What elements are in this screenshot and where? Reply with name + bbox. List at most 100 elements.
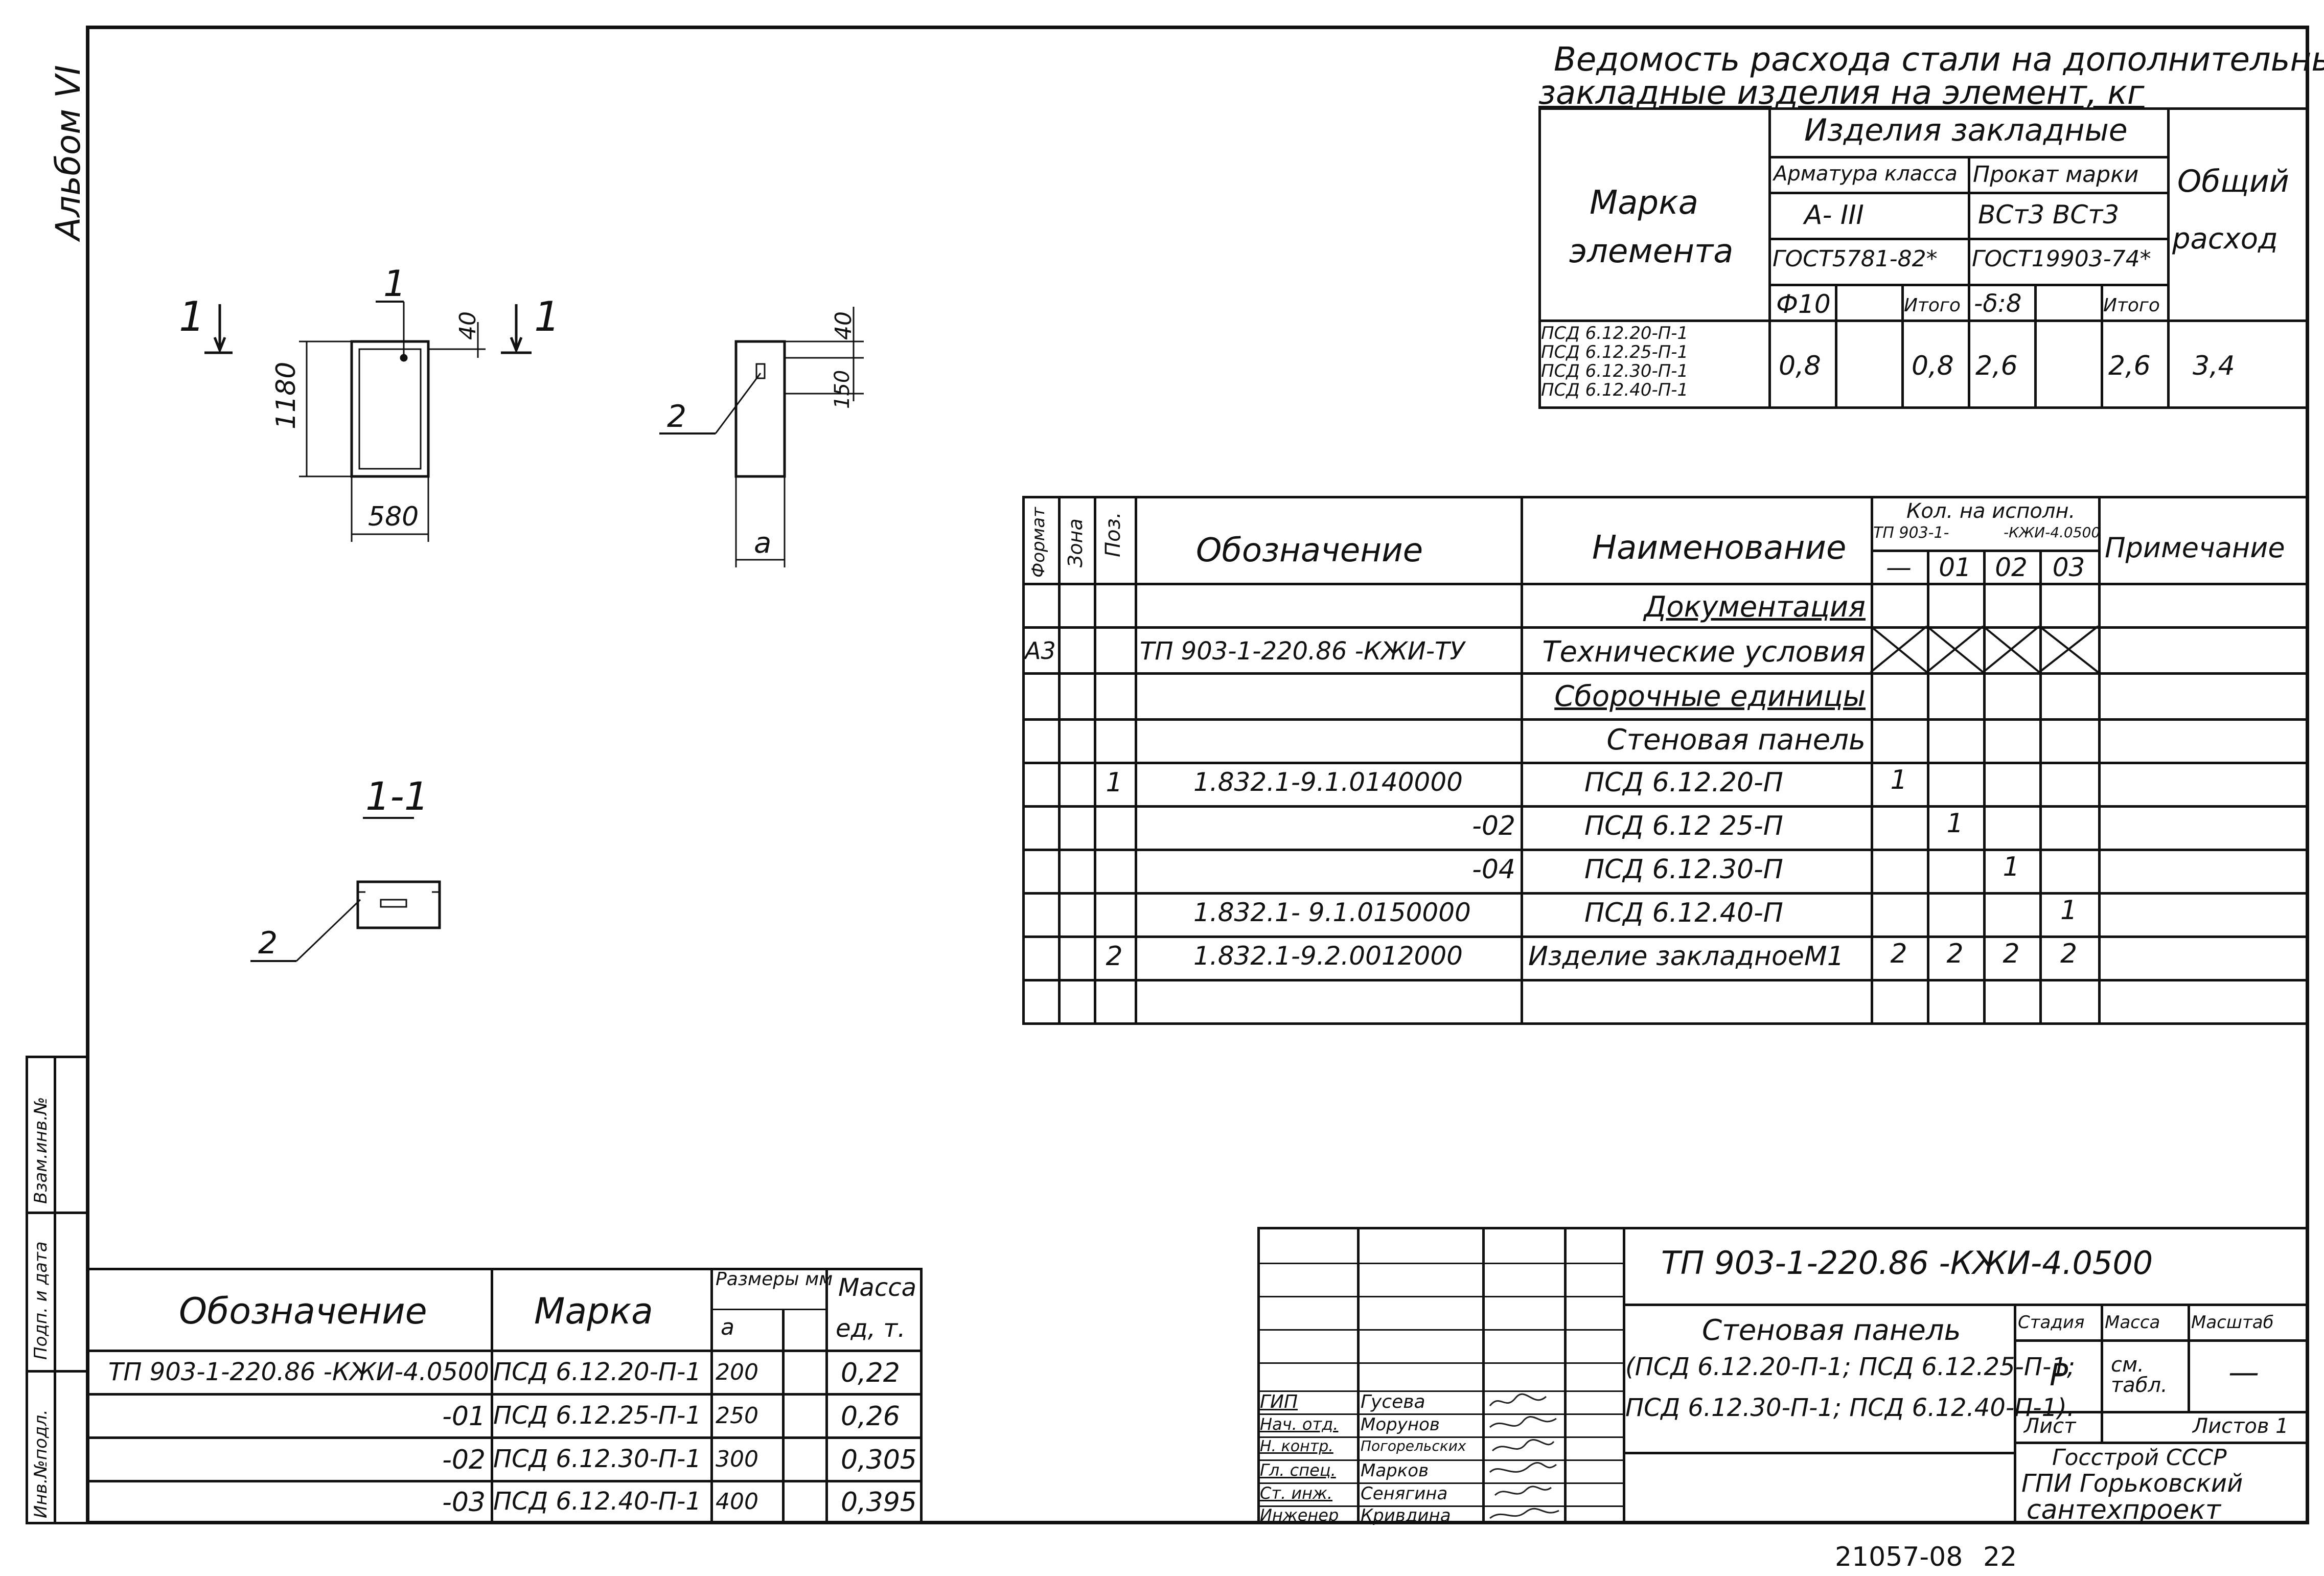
spec-h-name: Наименование — [1592, 529, 1847, 567]
leader-1-label: 1 — [383, 263, 406, 305]
marks-row-mass: 0,305 — [841, 1445, 917, 1475]
spec-row-designation: 1.832.1- 9.1.0150000 — [1193, 898, 1471, 927]
steel-sub-delta: -δ:8 — [1974, 289, 2022, 318]
steel-val-delta: 2,6 — [1975, 351, 2018, 381]
steel-col-mark-2: элемента — [1569, 233, 1734, 270]
embedded-plate-side — [755, 363, 766, 379]
spec-cross-marks — [1870, 625, 2099, 673]
steel-rebar-grade: А- III — [1804, 200, 1864, 231]
staff-role: Ст. инж. — [1260, 1483, 1333, 1503]
drawing-frame — [86, 26, 2309, 1524]
marks-row-designation: -03 — [442, 1487, 486, 1518]
title-stage-v: Р — [2050, 1357, 2068, 1393]
marks-h-dims-a: a — [721, 1314, 734, 1340]
steel-val-grand: 3,4 — [2193, 351, 2235, 381]
dim-580: 580 — [368, 501, 419, 532]
marks-row-a: 200 — [716, 1359, 758, 1385]
spec-h-qty-doc: ТП 903-1- — [1873, 524, 1949, 542]
steel-col-total: Общий — [2177, 164, 2289, 199]
marks-row-a: 400 — [716, 1489, 758, 1515]
staff-name: Морунов — [1361, 1414, 1440, 1435]
steel-row-mark: ПСД 6.12.20-П-1 — [1541, 323, 1689, 344]
spec-h-qty-col: — — [1886, 553, 1912, 582]
spec-row-designation: 1.832.1-9.2.0012000 — [1193, 941, 1463, 971]
steel-sub-total2: Итого — [2103, 295, 2160, 316]
steel-row-mark: ПСД 6.12.40-П-1 — [1541, 380, 1689, 400]
section-label: 1-1 — [365, 773, 429, 819]
steel-rolled-grade: Прокат марки — [1973, 162, 2139, 188]
spec-row-designation: 1.832.1-9.1.0140000 — [1193, 767, 1463, 797]
spec-h-qty-col: 02 — [1995, 553, 2028, 582]
spec-row-name: Документация — [1644, 590, 1866, 624]
staff-role: Инженер — [1260, 1505, 1339, 1525]
marks-h-designation: Обозначение — [179, 1290, 427, 1332]
spec-row-format: А3 — [1025, 637, 1056, 665]
marks-h-mass: Масса — [838, 1273, 917, 1302]
spec-row-name: Технические условия — [1542, 635, 1866, 669]
steel-row-mark: ПСД 6.12.30-П-1 — [1541, 361, 1689, 381]
steel-row-mark: ПСД 6.12.25-П-1 — [1541, 342, 1689, 362]
spec-h-qty: Кол. на исполн. — [1906, 499, 2076, 523]
marks-h-mark: Марка — [534, 1290, 653, 1332]
title-scale-h: Масштаб — [2191, 1312, 2274, 1333]
signatures — [1489, 1393, 1559, 1519]
title-sheets-h: Листов 1 — [2193, 1414, 2289, 1438]
steel-sub-phi: Ф10 — [1776, 289, 1831, 319]
steel-col-mark-1: Марка — [1590, 184, 1698, 222]
marks-row-mark: ПСД 6.12.30-П-1 — [493, 1445, 701, 1473]
title-name-1: Стеновая панель — [1702, 1314, 1961, 1347]
marks-row-mark: ПСД 6.12.25-П-1 — [493, 1401, 701, 1430]
title-code: ТП 903-1-220.86 -КЖИ-4.0500 — [1661, 1244, 2153, 1282]
dim-1180: 1180 — [271, 361, 302, 429]
steel-val-phi: 0,8 — [1779, 351, 1821, 381]
steel-col-items: Изделия закладные — [1804, 112, 2128, 148]
title-scale-v: — — [2228, 1355, 2259, 1390]
spec-row-qty: 2 — [1946, 939, 1964, 969]
leader-2-side: 2 — [667, 399, 687, 435]
steel-val-total2: 2,6 — [2108, 351, 2151, 381]
panel-front-outline — [350, 340, 430, 478]
steel-title-line2: закладные изделия на элемент, кг — [1538, 74, 2145, 112]
spec-h-qty-col: 01 — [1939, 553, 1971, 582]
spec-row-qty: 1 — [2003, 852, 2020, 882]
marks-row-mark: ПСД 6.12.20-П-1 — [493, 1358, 701, 1386]
cut-mark-left: 1 — [179, 293, 205, 340]
spec-row-designation: ТП 903-1-220.86 -КЖИ-ТУ — [1140, 637, 1465, 666]
spec-row-qty: 2 — [1890, 939, 1907, 969]
spec-h-note: Примечание — [2105, 532, 2285, 564]
marks-row-designation: -01 — [442, 1401, 486, 1432]
spec-row-designation: -04 — [1472, 854, 1515, 885]
spec-h-designation: Обозначение — [1196, 532, 1423, 569]
marks-row-mark: ПСД 6.12.40-П-1 — [493, 1487, 701, 1516]
dim-150: 150 — [831, 370, 854, 409]
steel-title-line1: Ведомость расхода стали на дополнительны… — [1554, 41, 2324, 79]
marks-row-mass: 0,395 — [841, 1487, 917, 1518]
spec-row-designation: -02 — [1472, 811, 1515, 841]
steel-col-total2: расход — [2172, 222, 2278, 256]
title-org-2: ГПИ Горьковский — [2021, 1469, 2243, 1498]
dim-40-side: 40 — [831, 311, 857, 340]
section-outline — [356, 880, 441, 929]
title-stage-h: Стадия — [2018, 1312, 2085, 1333]
spec-row-qty: 2 — [2060, 939, 2078, 969]
spec-row-pos: 2 — [1106, 941, 1123, 972]
marks-row-designation: ТП 903-1-220.86 -КЖИ-4.0500 — [108, 1358, 489, 1386]
marks-row-mass: 0,26 — [841, 1401, 900, 1432]
marks-h-dims: Размеры мм — [716, 1269, 833, 1290]
steel-rebar-class: Арматура класса — [1774, 162, 1958, 186]
spec-row-qty: 1 — [1946, 808, 1964, 839]
title-mass-h: Масса — [2105, 1312, 2160, 1333]
staff-role: Нач. отд. — [1260, 1414, 1339, 1434]
marks-row-a: 250 — [716, 1403, 758, 1429]
spec-row-name: ПСД 6.12.20-П — [1584, 767, 1783, 798]
title-mass-v: см. табл. — [2111, 1353, 2168, 1397]
dim-40-front: 40 — [455, 311, 481, 340]
marks-row-a: 300 — [716, 1446, 758, 1472]
steel-rolled-gost: ГОСТ19903-74* — [1972, 246, 2151, 272]
spec-row-name: ПСД 6.12.40-П — [1584, 898, 1783, 928]
staff-role: Гл. спец. — [1260, 1460, 1336, 1480]
spec-row-qty: 1 — [2060, 895, 2078, 926]
marks-h-mass-unit: ед, т. — [836, 1314, 906, 1343]
title-name-3: ПСД 6.12.30-П-1; ПСД 6.12.40-П-1). — [1625, 1394, 2075, 1422]
section-plate — [380, 899, 407, 908]
